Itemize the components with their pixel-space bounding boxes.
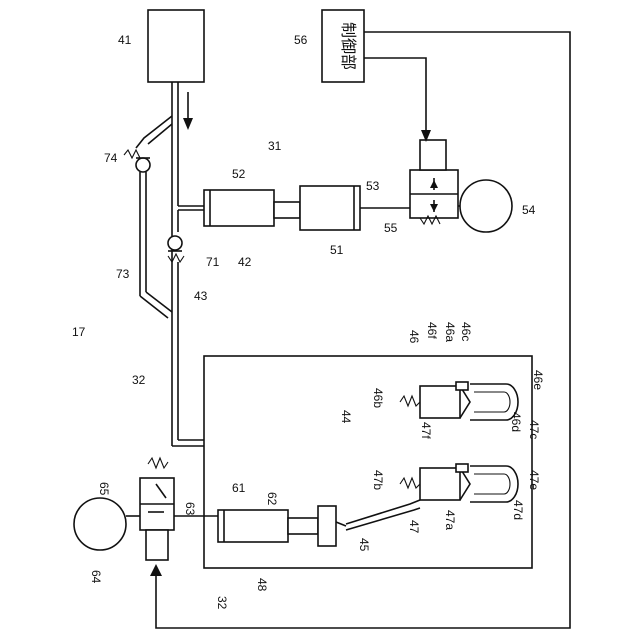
label-54: 54	[522, 203, 536, 217]
label-32a: 32	[132, 373, 146, 387]
check-valve-71	[168, 236, 184, 262]
label-71: 71	[206, 255, 220, 269]
label-56: 56	[294, 33, 308, 47]
label-63: 63	[183, 502, 197, 516]
label-46: 46	[407, 330, 421, 344]
valve-55	[410, 140, 512, 232]
label-47: 47	[407, 520, 421, 534]
label-47f: 47f	[419, 422, 433, 439]
label-74: 74	[104, 151, 118, 165]
tank-41	[148, 10, 204, 82]
label-46f: 46f	[425, 322, 439, 339]
label-47b: 47b	[371, 470, 385, 490]
label-46d: 46d	[509, 412, 523, 432]
label-47c: 47c	[527, 420, 541, 439]
controller-label: 制御部	[339, 22, 357, 70]
label-46e: 46e	[531, 370, 545, 390]
label-47a: 47a	[443, 510, 457, 530]
label-43: 43	[194, 289, 208, 303]
bypass-line-73	[124, 116, 172, 318]
label-48: 48	[255, 578, 269, 592]
label-46b: 46b	[371, 388, 385, 408]
label-45: 45	[357, 538, 371, 552]
supply-pipe	[172, 82, 193, 316]
label-46c: 46c	[459, 322, 473, 341]
label-47e: 47e	[527, 470, 541, 490]
motor-54	[460, 180, 512, 232]
label-31: 31	[268, 139, 282, 153]
label-32b: 32	[215, 596, 229, 610]
controller-56: 制御部	[322, 10, 431, 142]
label-46a: 46a	[443, 322, 457, 342]
label-55: 55	[384, 221, 398, 235]
motor-64	[74, 498, 126, 550]
label-61: 61	[232, 481, 246, 495]
label-53: 53	[366, 179, 380, 193]
label-62: 62	[265, 492, 279, 506]
label-64: 64	[89, 570, 103, 584]
cylinder-51	[300, 186, 360, 230]
label-17: 17	[72, 325, 86, 339]
label-44: 44	[339, 410, 353, 424]
label-73: 73	[116, 267, 130, 281]
label-52: 52	[232, 167, 246, 181]
label-65: 65	[97, 482, 111, 496]
label-47d: 47d	[511, 500, 525, 520]
label-51: 51	[330, 243, 344, 257]
label-41: 41	[118, 33, 132, 47]
check-valve-74	[136, 158, 150, 172]
label-42: 42	[238, 255, 252, 269]
